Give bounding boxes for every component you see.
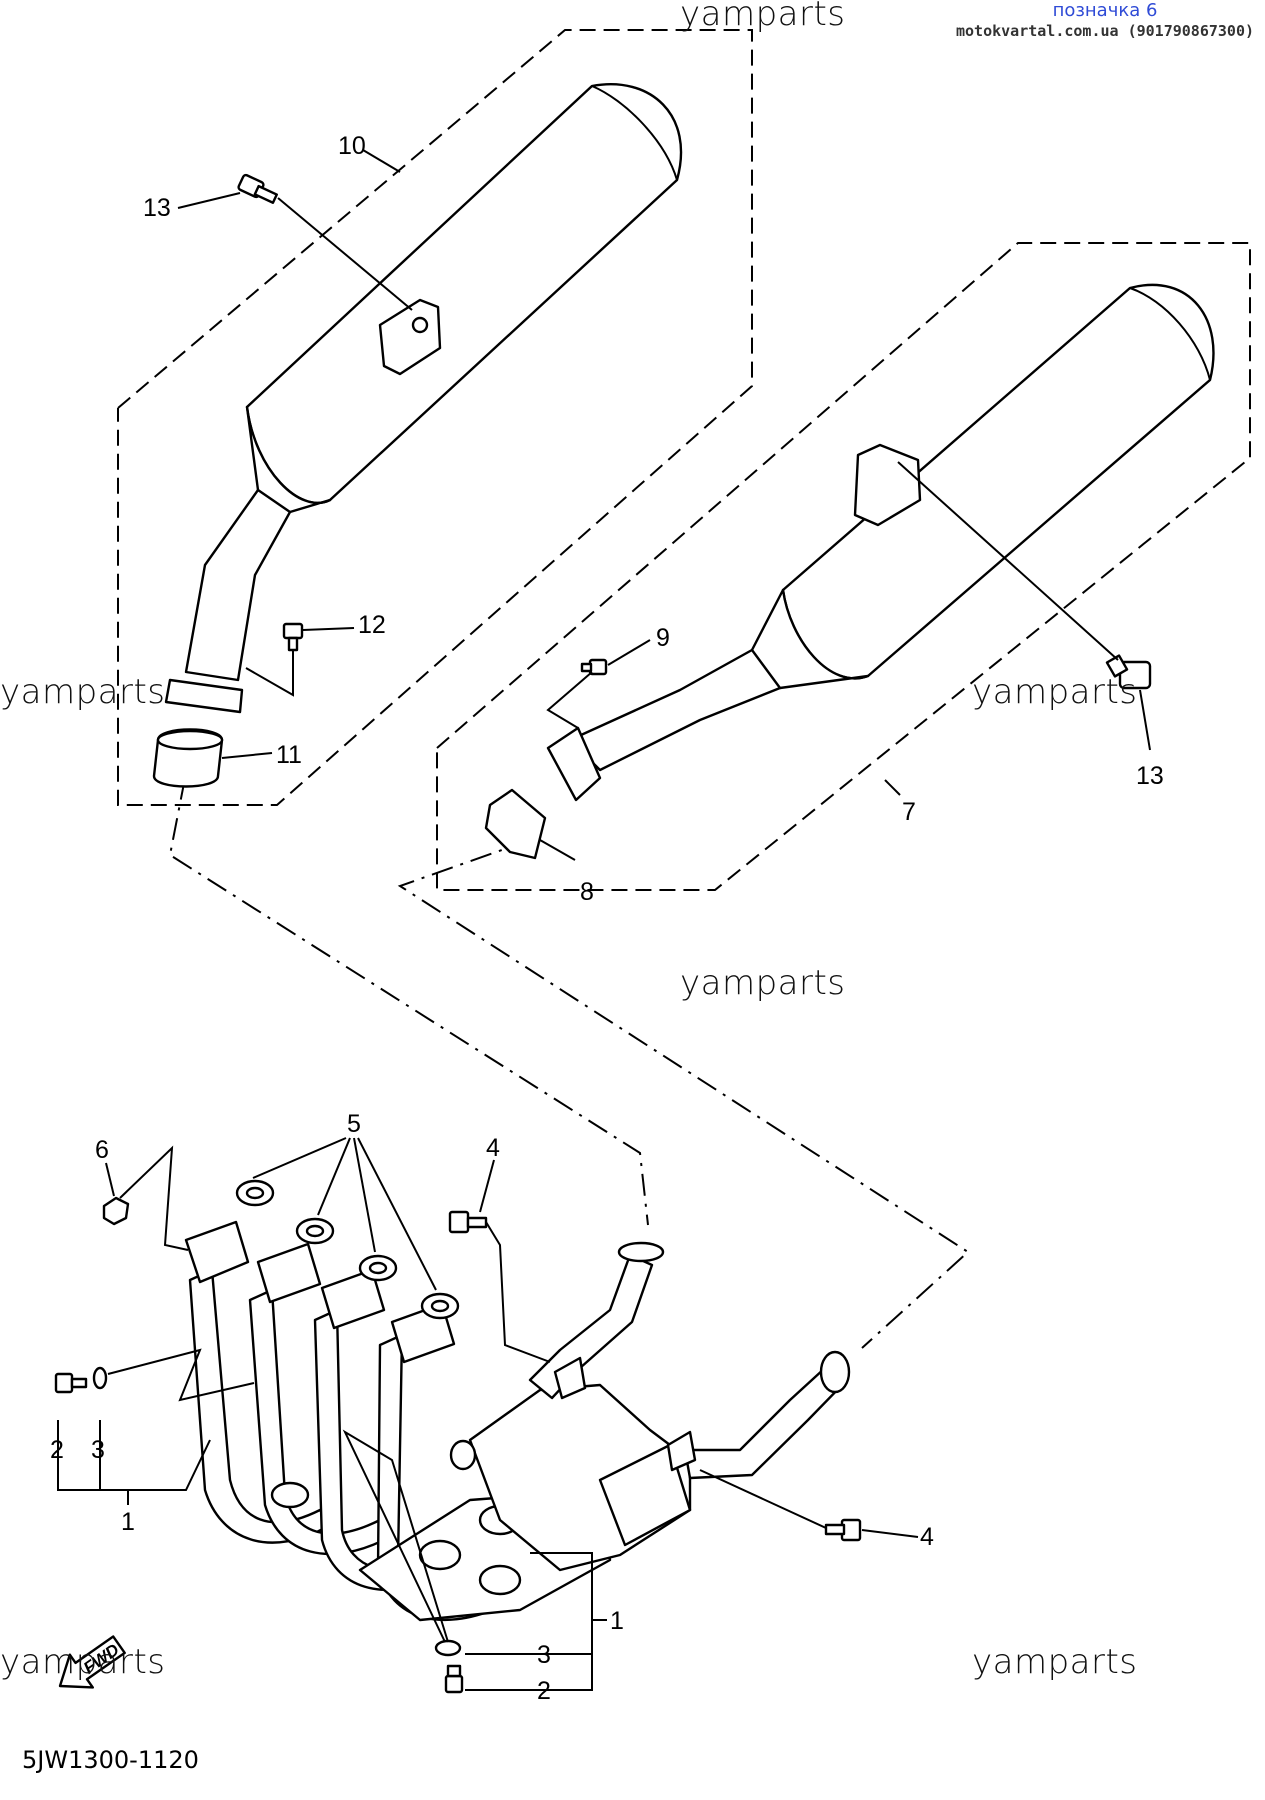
- right-clamp-bolt: [580, 658, 608, 676]
- catalyst-chamber: [598, 1443, 692, 1547]
- left-muffler-body: [245, 83, 683, 505]
- collector-pipe-end-3: [478, 1564, 522, 1596]
- flange-1: [184, 1220, 250, 1284]
- left-muffler-assembly: [152, 83, 683, 788]
- callout-2-lower: 2: [537, 1677, 551, 1705]
- callout-4-upper: 4: [486, 1134, 500, 1162]
- left-muffler-mount-hole: [411, 316, 429, 334]
- lower-sensor-washer: [434, 1639, 462, 1657]
- flange-2: [256, 1242, 322, 1304]
- left-muffler-endcap-seam: [591, 85, 678, 181]
- watermark-left-upper: yamparts: [0, 672, 166, 712]
- left-muffler-link-pipe: [184, 488, 292, 682]
- callout-1-left: 1: [121, 1508, 135, 1536]
- lower-sensor-path: [342, 1429, 449, 1643]
- left-muffler-bolt: [237, 173, 278, 204]
- callout-3-left: 3: [91, 1436, 105, 1464]
- right-muffler-group-outline: [436, 242, 1251, 891]
- watermark-right-lower: yamparts: [972, 1642, 1138, 1682]
- flange-3: [320, 1268, 386, 1330]
- right-muffler-body: [781, 283, 1215, 680]
- left-clamp-bolt: [282, 622, 304, 652]
- left-sensor-washer: [92, 1366, 108, 1390]
- lower-bracket-bolt-path: [699, 1469, 827, 1529]
- right-outlet-pipe-end: [819, 1350, 851, 1394]
- exhaust-header-assembly: [54, 1145, 862, 1694]
- callout-numbers: 10 13 12 11 9 13 7 8 5 6 4 4 2 3 1 1 3 2: [50, 132, 1164, 1705]
- outlet-bracket-right: [666, 1430, 697, 1472]
- collector-sensor-boss: [449, 1439, 477, 1471]
- label-link[interactable]: позначка 6: [1052, 0, 1158, 21]
- left-sensor-path: [107, 1348, 255, 1402]
- callout-4-lower: 4: [920, 1523, 934, 1551]
- lower-bracket-bolt: [824, 1518, 862, 1542]
- watermark-top: yamparts: [680, 0, 846, 34]
- left-muffler-group-outline: [117, 29, 753, 806]
- header-crossover-stub: [270, 1481, 310, 1509]
- right-bolt-leader-path: [897, 461, 1119, 661]
- right-muffler-mount-bracket: [853, 443, 922, 527]
- right-muffler-pipe-clamp: [546, 726, 602, 802]
- right-pipe-routing-line: [397, 839, 970, 1349]
- callout-5: 5: [347, 1110, 361, 1138]
- left-muffler-mount-bracket: [378, 298, 442, 376]
- callout-6: 6: [95, 1136, 109, 1164]
- callout-1-right: 1: [610, 1607, 624, 1635]
- callout-13-left: 13: [143, 194, 171, 222]
- collector-pipe-end-2: [418, 1539, 462, 1571]
- callout-7: 7: [902, 798, 916, 826]
- left-sensor-bolt: [54, 1372, 88, 1394]
- right-gasket-sleeve: [484, 788, 547, 860]
- watermark-left-lower: yamparts: [0, 1642, 166, 1682]
- watermark-right-upper: yamparts: [972, 672, 1138, 712]
- left-outlet-pipe: [528, 1253, 654, 1400]
- flange-nut: [102, 1196, 130, 1226]
- callout-11: 11: [276, 741, 302, 769]
- callout-2-left: 2: [50, 1436, 64, 1464]
- right-outlet-pipe: [683, 1366, 847, 1480]
- outlet-bracket-left: [553, 1356, 587, 1400]
- left-pipe-routing-line: [168, 777, 649, 1226]
- right-muffler-endcap-seam: [1129, 287, 1211, 381]
- source-site-text: motokvartal.com.ua (901790867300): [955, 22, 1254, 40]
- left-outlet-pipe-end: [617, 1241, 665, 1263]
- source-header: позначка 6 motokvartal.com.ua (901790867…: [945, 0, 1265, 40]
- left-muffler-pipe-clamp: [164, 678, 244, 714]
- upper-bracket-bolt: [448, 1210, 488, 1234]
- callout-12: 12: [358, 611, 386, 639]
- watermark-middle: yamparts: [680, 963, 846, 1003]
- callout-9: 9: [656, 624, 670, 652]
- right-muffler-link-pipe: [568, 648, 782, 772]
- right-muffler-bolt: [1105, 654, 1152, 690]
- callout-10: 10: [338, 132, 366, 160]
- flange-nut-path: [119, 1145, 189, 1251]
- lower-sensor-bolt: [444, 1664, 464, 1694]
- left-clamp-bolt-path: [245, 650, 294, 697]
- callout-13-right: 13: [1136, 762, 1164, 790]
- upper-bracket-bolt-path: [485, 1221, 551, 1363]
- callout-8: 8: [580, 878, 594, 906]
- diagram-code: 5JW1300-1120: [22, 1746, 199, 1774]
- right-clamp-bolt-path: [546, 671, 593, 729]
- right-muffler-assembly: [484, 283, 1215, 860]
- callout-3-lower: 3: [537, 1641, 551, 1669]
- left-gasket-sleeve-rim: [156, 729, 224, 751]
- callout-leaders: [57, 149, 1151, 1691]
